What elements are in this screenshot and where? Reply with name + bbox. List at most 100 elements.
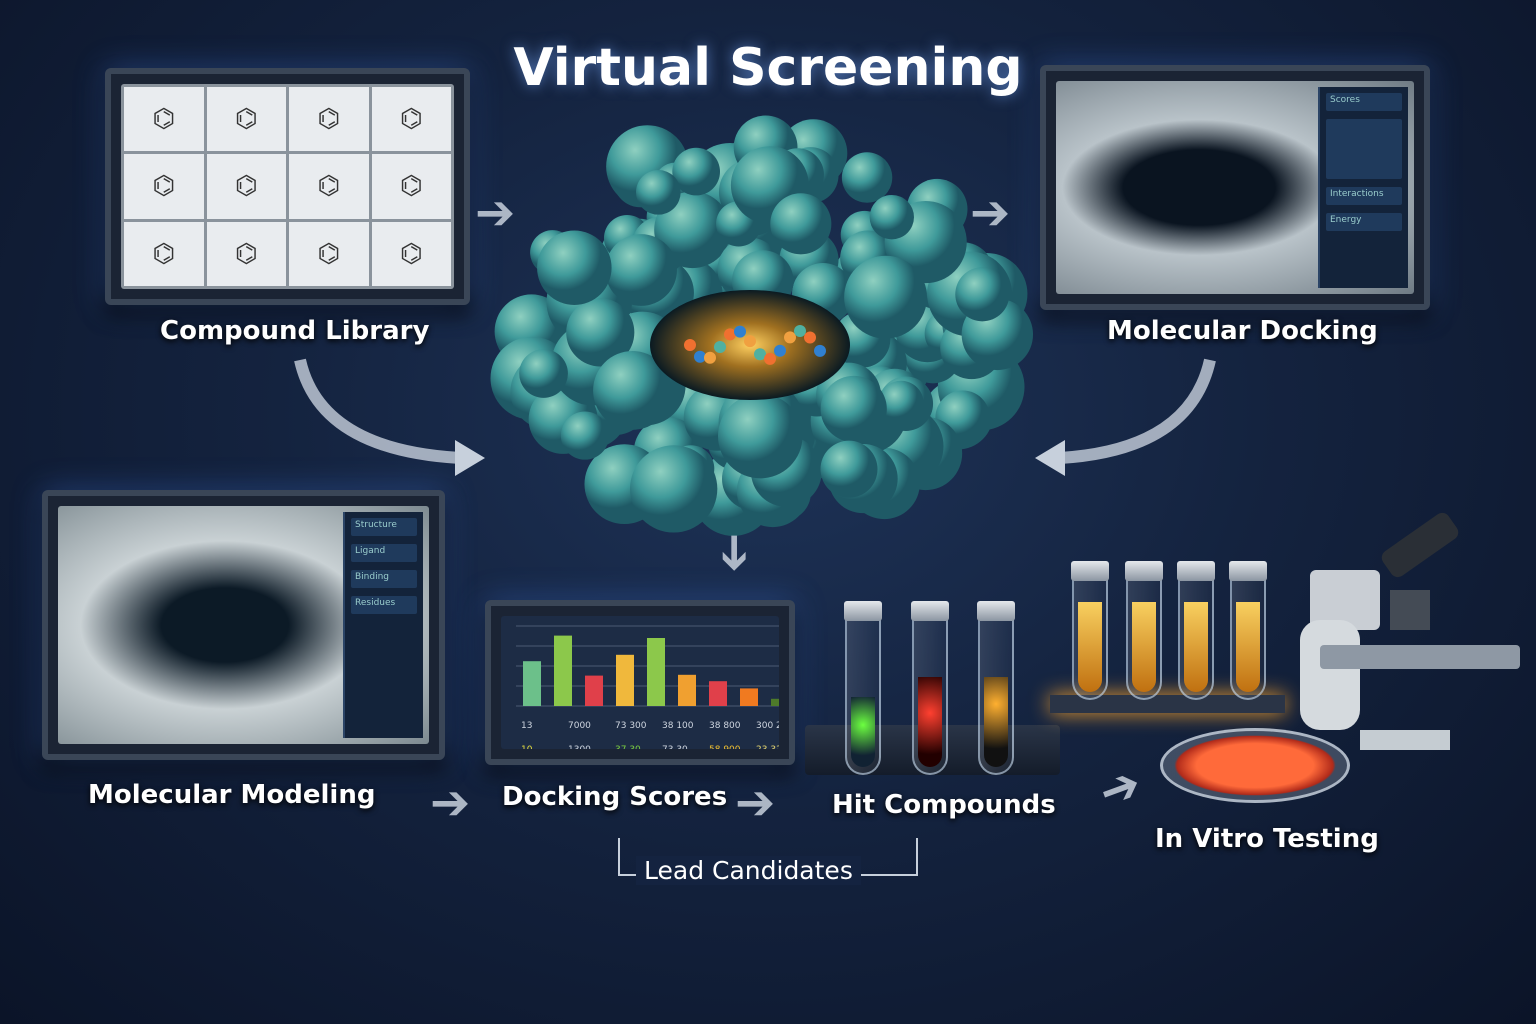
ligand-atom — [754, 348, 766, 361]
arrow-right-icon: ➔ — [970, 185, 1011, 241]
ligand-atom — [804, 331, 816, 344]
score-value: 300 2800 — [756, 721, 779, 731]
hit-compounds-label: Hit Compounds — [832, 790, 1056, 820]
docking-scores-monitor: 13 7000 73 300 38 100 38 800 300 2800 10 1300 37… — [485, 600, 795, 765]
protein-surface-lobe — [672, 147, 720, 196]
protein-surface-lobe — [537, 230, 612, 306]
panel-item: Binding — [351, 570, 417, 588]
molecule-structure-icon: ⌬ — [289, 154, 369, 219]
protein-structure — [490, 115, 1034, 536]
score-value: 58 900 — [709, 745, 741, 749]
protein-surface-lobe — [820, 440, 878, 498]
test-tube — [1125, 561, 1163, 700]
score-bar — [523, 661, 541, 706]
molecule-structure-icon: ⌬ — [206, 221, 286, 286]
score-bar — [647, 638, 665, 706]
docking-view: Scores Interactions Energy — [1056, 81, 1414, 294]
docking-scores-chart: 13 7000 73 300 38 100 38 800 300 2800 10 1300 37… — [516, 625, 779, 749]
test-tube — [1229, 561, 1267, 700]
ligand-atom — [724, 328, 736, 341]
score-value: 38 100 — [662, 721, 694, 731]
score-value: 37 30 — [615, 745, 641, 749]
panel-item: Interactions — [1326, 187, 1402, 205]
ligand-atom — [784, 331, 796, 344]
score-value: 10 — [521, 745, 533, 749]
protein-surface-lobe — [770, 193, 832, 255]
arrow-right-icon: ➔ — [735, 775, 776, 831]
ligand-atom — [794, 325, 806, 338]
page-title: Virtual Screening — [513, 38, 1023, 98]
score-bar — [678, 674, 696, 706]
molecule-structure-icon: ⌬ — [124, 87, 204, 152]
docking-side-panel: Scores Interactions Energy — [1318, 87, 1408, 288]
compound-grid: ⌬⌬⌬⌬⌬⌬⌬⌬⌬⌬⌬⌬ — [121, 84, 454, 289]
panel-item: Ligand — [351, 544, 417, 562]
score-value: 38 800 — [709, 721, 741, 731]
protein-surface-lobe — [630, 445, 718, 533]
docking-scores-screen: 13 7000 73 300 38 100 38 800 300 2800 10 1300 37… — [501, 616, 779, 749]
protein-surface-lobe — [717, 393, 803, 479]
arrow-right-icon: ➔ — [1091, 754, 1149, 822]
arrow-right-icon: ➔ — [475, 185, 516, 241]
modeling-view: Structure Ligand Binding Residues — [58, 506, 429, 744]
panel-item: Energy — [1326, 213, 1402, 231]
protein-surface-lobe — [566, 298, 635, 367]
score-bar — [616, 654, 634, 706]
petri-dish — [1160, 728, 1350, 803]
docking-scores-label: Docking Scores — [502, 782, 728, 812]
score-value: 1300 — [568, 745, 591, 749]
protein-surface-lobe — [869, 194, 914, 240]
molecule-structure-icon: ⌬ — [371, 221, 451, 286]
score-bar — [771, 698, 779, 706]
score-bar — [709, 681, 727, 706]
protein-surface-lobe — [878, 380, 924, 427]
ligand-atom — [764, 352, 776, 365]
molecule-structure-icon: ⌬ — [124, 154, 204, 219]
test-tube — [1177, 561, 1215, 700]
ligand-atom — [684, 339, 696, 351]
ligand-atom — [774, 344, 786, 357]
protein-surface-lobe — [654, 191, 731, 269]
test-tube — [844, 601, 882, 775]
ligand-atom — [744, 335, 756, 348]
molecular-docking-label: Molecular Docking — [1107, 316, 1378, 346]
in-vitro-testing-label: In Vitro Testing — [1155, 824, 1379, 854]
protein-surface-lobe — [560, 411, 610, 460]
modeling-side-panel: Structure Ligand Binding Residues — [343, 512, 423, 738]
curved-arrow-icon — [1035, 358, 1216, 476]
protein-surface-lobe — [593, 351, 672, 430]
molecule-structure-icon: ⌬ — [124, 221, 204, 286]
ligand-atom — [734, 325, 746, 338]
panel-item: Scores — [1326, 93, 1402, 111]
test-tube — [911, 601, 949, 775]
score-value: 73 30 — [662, 745, 688, 749]
molecule-structure-icon: ⌬ — [289, 221, 369, 286]
protein-surface-lobe — [519, 349, 568, 398]
molecule-structure-icon: ⌬ — [206, 154, 286, 219]
protein-surface-lobe — [841, 152, 893, 203]
molecule-structure-icon: ⌬ — [371, 87, 451, 152]
molecular-docking-monitor: Scores Interactions Energy — [1040, 65, 1430, 310]
panel-mini-chart — [1326, 119, 1402, 179]
score-value: 73 300 — [615, 721, 647, 731]
protein-surface-lobe — [844, 255, 927, 339]
arrow-down-icon: ➔ — [707, 532, 764, 574]
panel-item: Residues — [351, 596, 417, 614]
score-bar — [740, 688, 758, 706]
microscope-icon — [1300, 512, 1520, 750]
ligand-atom — [694, 350, 706, 363]
panel-item: Structure — [351, 518, 417, 536]
score-value: 7000 — [568, 721, 591, 731]
test-tube — [1071, 561, 1109, 700]
score-bar — [585, 675, 603, 706]
compound-library-monitor: ⌬⌬⌬⌬⌬⌬⌬⌬⌬⌬⌬⌬ — [105, 68, 470, 305]
protein-surface-lobe — [820, 375, 887, 443]
molecular-modeling-monitor: Structure Ligand Binding Residues — [42, 490, 445, 760]
lead-candidates-label: Lead Candidates — [636, 856, 861, 885]
score-value: 13 — [521, 721, 532, 731]
protein-surface-lobe — [635, 170, 681, 215]
protein-surface-lobe — [955, 267, 1010, 322]
curved-arrow-icon — [294, 358, 485, 476]
arrow-right-icon: ➔ — [430, 775, 471, 831]
